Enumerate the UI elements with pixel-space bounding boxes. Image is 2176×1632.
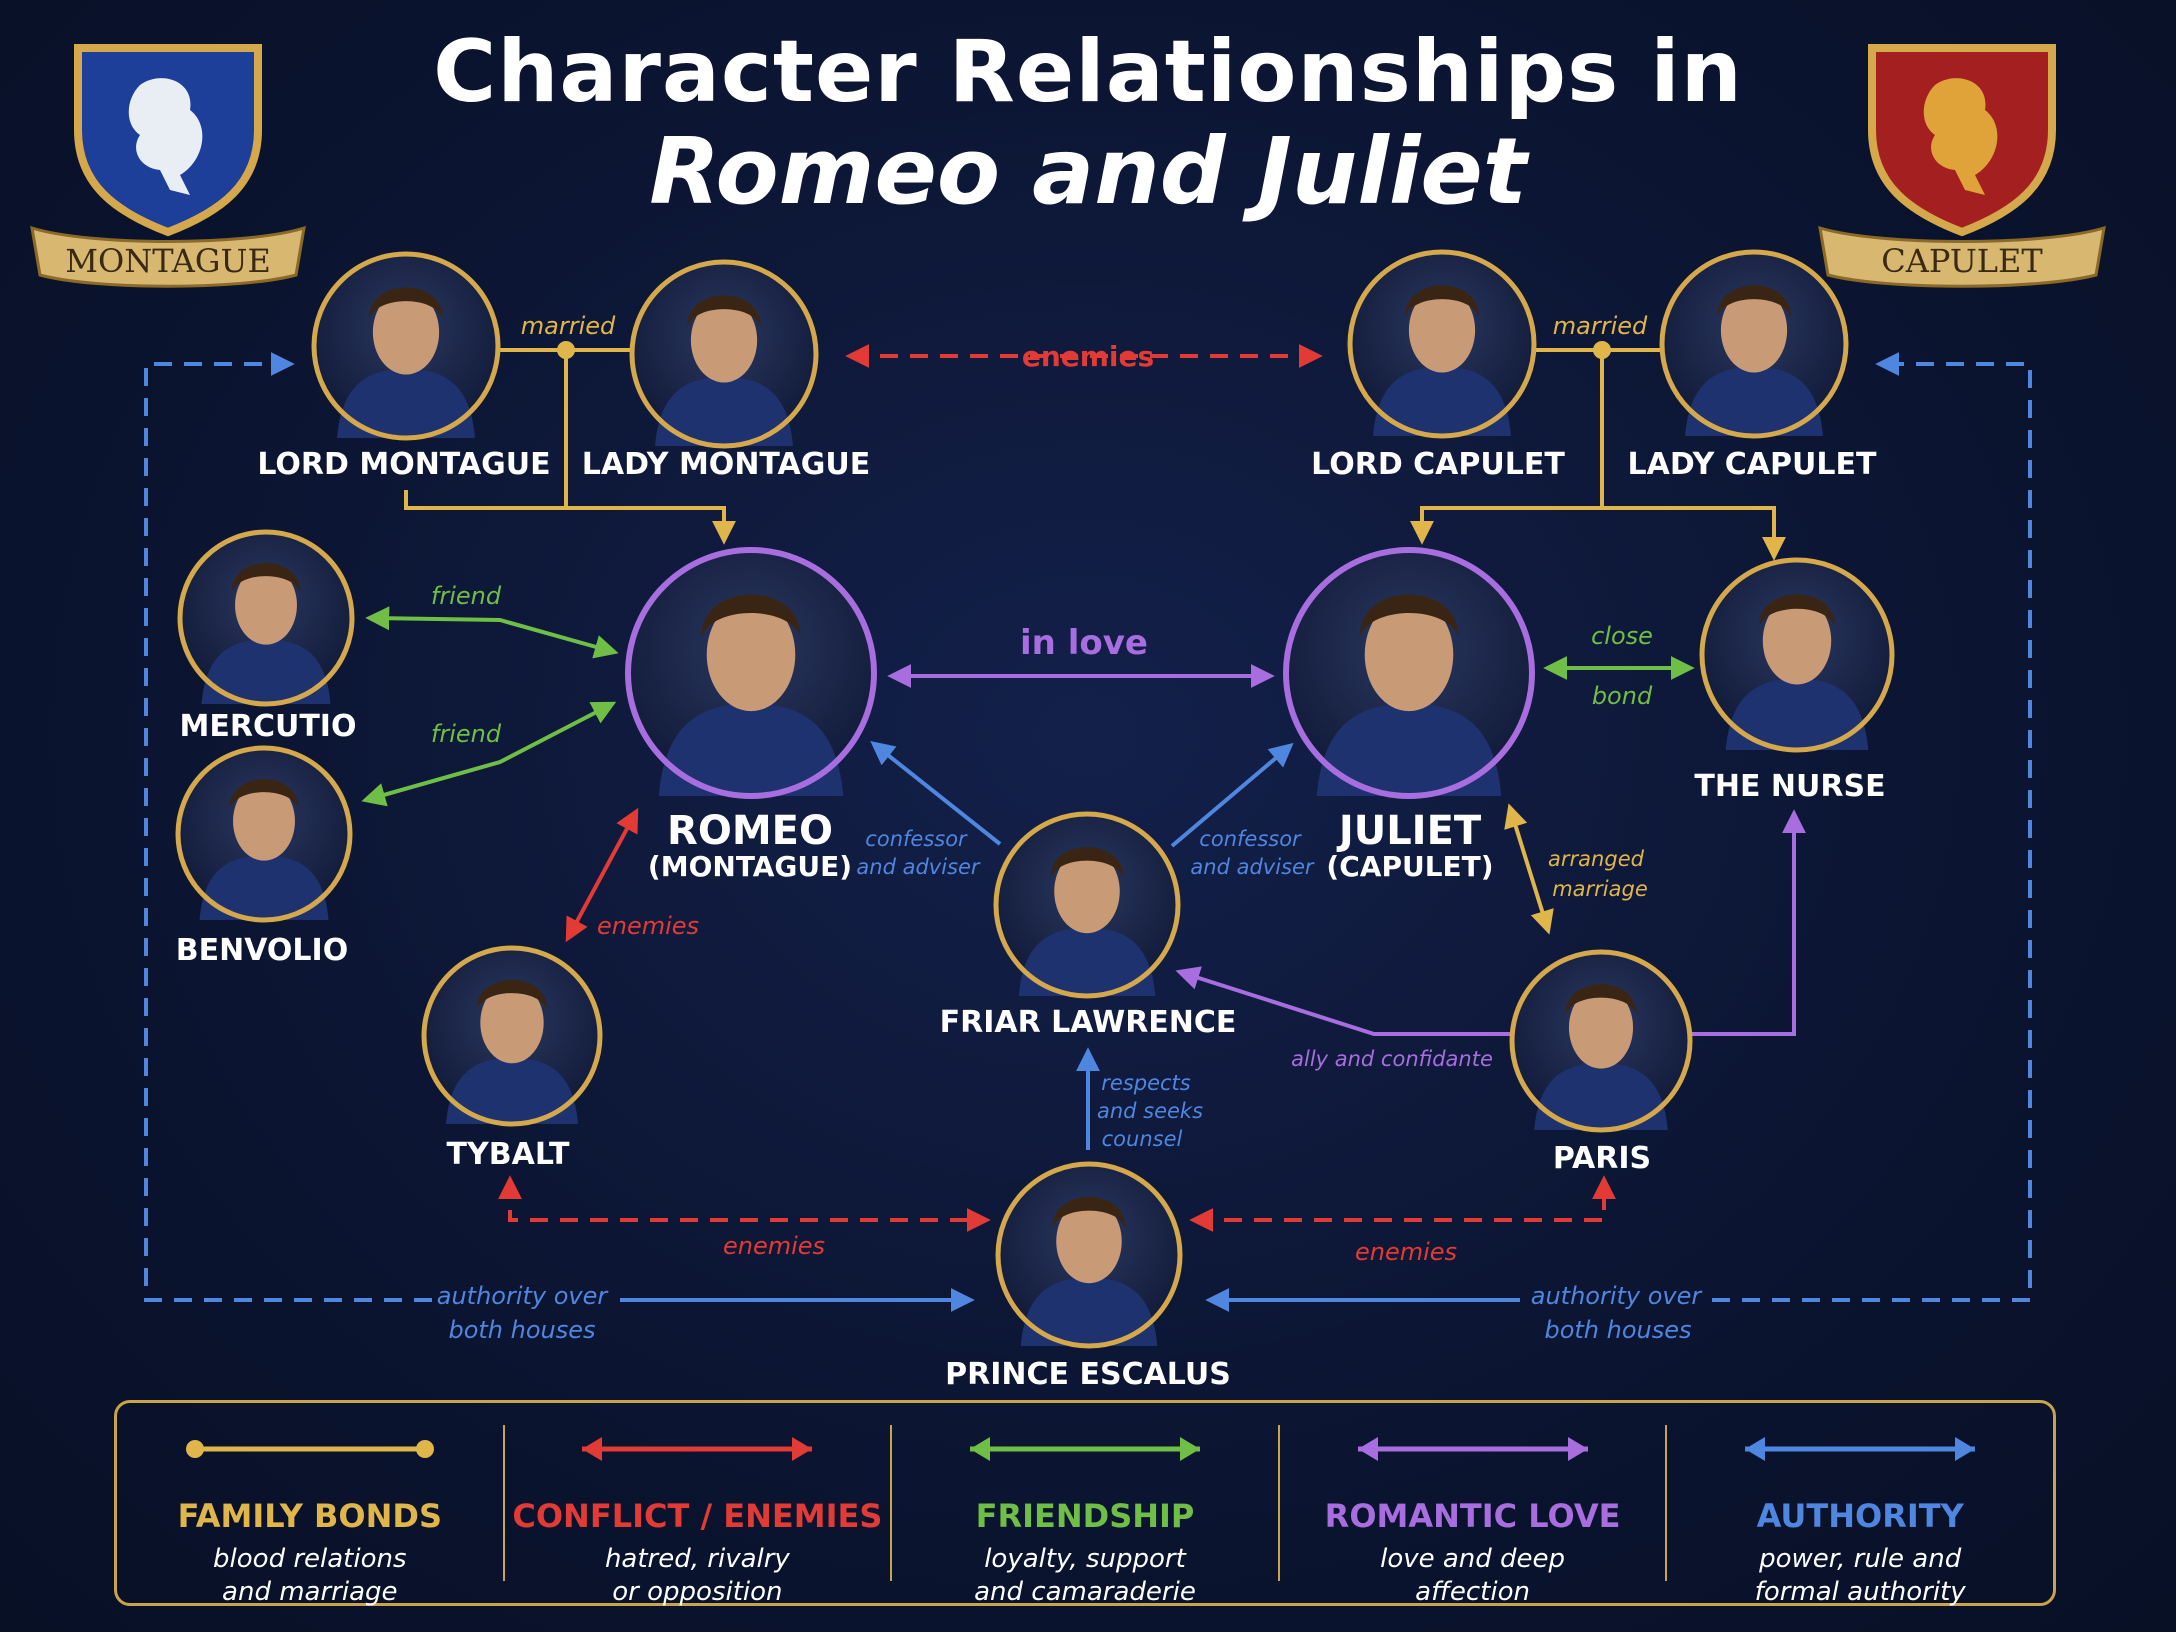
authority-lines — [144, 352, 2032, 1312]
label-arranged: arranged — [1548, 847, 1645, 871]
portrait-mercutio[interactable] — [177, 529, 355, 707]
legend-sample-line — [582, 1437, 813, 1461]
label-enemies-tybalt-prince: enemies — [723, 1232, 825, 1260]
name-lady-capulet: LADY CAPULET — [1628, 447, 1877, 482]
name-romeo-house: (MONTAGUE) — [648, 850, 852, 883]
label-confessor-left-1: confessor — [865, 827, 968, 851]
montague-banner-label: MONTAGUE — [65, 242, 271, 280]
portrait-nurse[interactable] — [1699, 557, 1895, 753]
lion-icon — [128, 78, 203, 195]
name-mercutio: MERCUTIO — [180, 709, 357, 744]
legend-title: FRIENDSHIP — [975, 1497, 1195, 1535]
name-juliet-house: (CAPULET) — [1326, 850, 1493, 883]
legend-sample-line — [969, 1437, 1200, 1461]
label-enemies-houses: enemies — [1022, 340, 1154, 373]
label-friend-mercutio: friend — [431, 582, 502, 610]
label-enemies-paris-prince: enemies — [1355, 1238, 1457, 1266]
label-confessor-right-2: and adviser — [1190, 855, 1315, 879]
legend-item: ROMANTIC LOVE love and deep affection — [1280, 1425, 1668, 1607]
label-married-capulet: married — [1553, 312, 1648, 340]
label-friend-benvolio: friend — [431, 720, 502, 748]
label-ally-confidante: ally and confidante — [1291, 1047, 1493, 1071]
name-lady-montague: LADY MONTAGUE — [582, 447, 871, 482]
label-authority-left-1: authority over — [437, 1282, 610, 1310]
name-benvolio: BENVOLIO — [176, 933, 348, 968]
name-lord-montague: LORD MONTAGUE — [257, 447, 550, 482]
label-confessor-right-1: confessor — [1199, 827, 1302, 851]
montague-crest: MONTAGUE — [30, 44, 306, 288]
portrait-romeo[interactable] — [625, 547, 877, 799]
portrait-benvolio[interactable] — [175, 745, 353, 923]
name-juliet: JULIET — [1336, 808, 1482, 854]
portrait-paris[interactable] — [1509, 949, 1693, 1133]
name-lord-capulet: LORD CAPULET — [1311, 447, 1565, 482]
lion-icon — [1923, 78, 1998, 195]
legend-description: hatred, rivalry or opposition — [604, 1544, 790, 1607]
legend-description: power, rule and formal authority — [1754, 1544, 1966, 1607]
legend-sample-line — [1357, 1437, 1588, 1461]
capulet-crest: CAPULET — [1818, 44, 2106, 288]
name-paris: PARIS — [1553, 1141, 1651, 1176]
label-bond: bond — [1592, 682, 1653, 710]
name-prince-escalus: PRINCE ESCALUS — [945, 1357, 1231, 1392]
legend-title: ROMANTIC LOVE — [1324, 1497, 1621, 1535]
legend-title: AUTHORITY — [1756, 1497, 1964, 1535]
portrait-lady-montague[interactable] — [629, 259, 819, 449]
label-authority-right-2: both houses — [1544, 1316, 1691, 1344]
friendship-lines — [361, 606, 1695, 807]
label-close: close — [1591, 622, 1653, 650]
label-enemies-romeo-tybalt: enemies — [597, 912, 699, 940]
label-confessor-left-2: and adviser — [856, 855, 981, 879]
portrait-juliet[interactable] — [1283, 547, 1535, 799]
label-married-montague: married — [521, 312, 616, 340]
name-tybalt: TYBALT — [447, 1137, 570, 1172]
conflict-lines — [498, 344, 1616, 1232]
legend-sample-line — [1745, 1437, 1976, 1461]
legend-item: FRIENDSHIP loyalty, support and camarader… — [892, 1425, 1280, 1607]
portrait-tybalt[interactable] — [421, 945, 603, 1127]
portrait-lord-montague[interactable] — [311, 251, 501, 441]
legend-item: AUTHORITY power, rule and formal authorit… — [1667, 1425, 2053, 1607]
title-line-2: Romeo and Juliet — [649, 118, 1527, 225]
legend-description: love and deep affection — [1380, 1544, 1566, 1607]
title-line-1: Character Relationships in — [433, 22, 1743, 122]
legend-title: FAMILY BONDS — [177, 1497, 442, 1535]
portrait-lady-capulet[interactable] — [1659, 249, 1849, 439]
portrait-lord-capulet[interactable] — [1347, 249, 1537, 439]
legend-title: CONFLICT / ENEMIES — [512, 1497, 883, 1535]
capulet-banner-label: CAPULET — [1881, 242, 2043, 280]
name-romeo: ROMEO — [667, 808, 833, 854]
portrait-prince-escalus[interactable] — [995, 1161, 1183, 1349]
legend-sample-line — [185, 1440, 434, 1458]
label-in-love: in love — [1020, 623, 1148, 663]
label-authority-right-1: authority over — [1531, 1282, 1704, 1310]
legend-item: FAMILY BONDS blood relations and marriage — [117, 1425, 505, 1607]
label-authority-left-2: both houses — [448, 1316, 595, 1344]
label-marriage: marriage — [1552, 877, 1648, 901]
legend-description: loyalty, support and camaraderie — [974, 1544, 1196, 1607]
label-respects-2: and seeks — [1097, 1099, 1203, 1123]
name-nurse: THE NURSE — [1694, 769, 1885, 804]
family-lines — [404, 341, 1786, 935]
name-friar-lawrence: FRIAR LAWRENCE — [940, 1005, 1237, 1040]
legend-description: blood relations and marriage — [213, 1544, 407, 1607]
legend: FAMILY BONDS blood relations and marriage… — [114, 1400, 2056, 1607]
label-respects-3: counsel — [1102, 1127, 1183, 1151]
portraits — [175, 249, 1895, 1349]
portrait-friar-lawrence[interactable] — [993, 811, 1181, 999]
label-respects-1: respects — [1101, 1071, 1191, 1095]
legend-item: CONFLICT / ENEMIES hatred, rivalry or opp… — [505, 1425, 893, 1607]
